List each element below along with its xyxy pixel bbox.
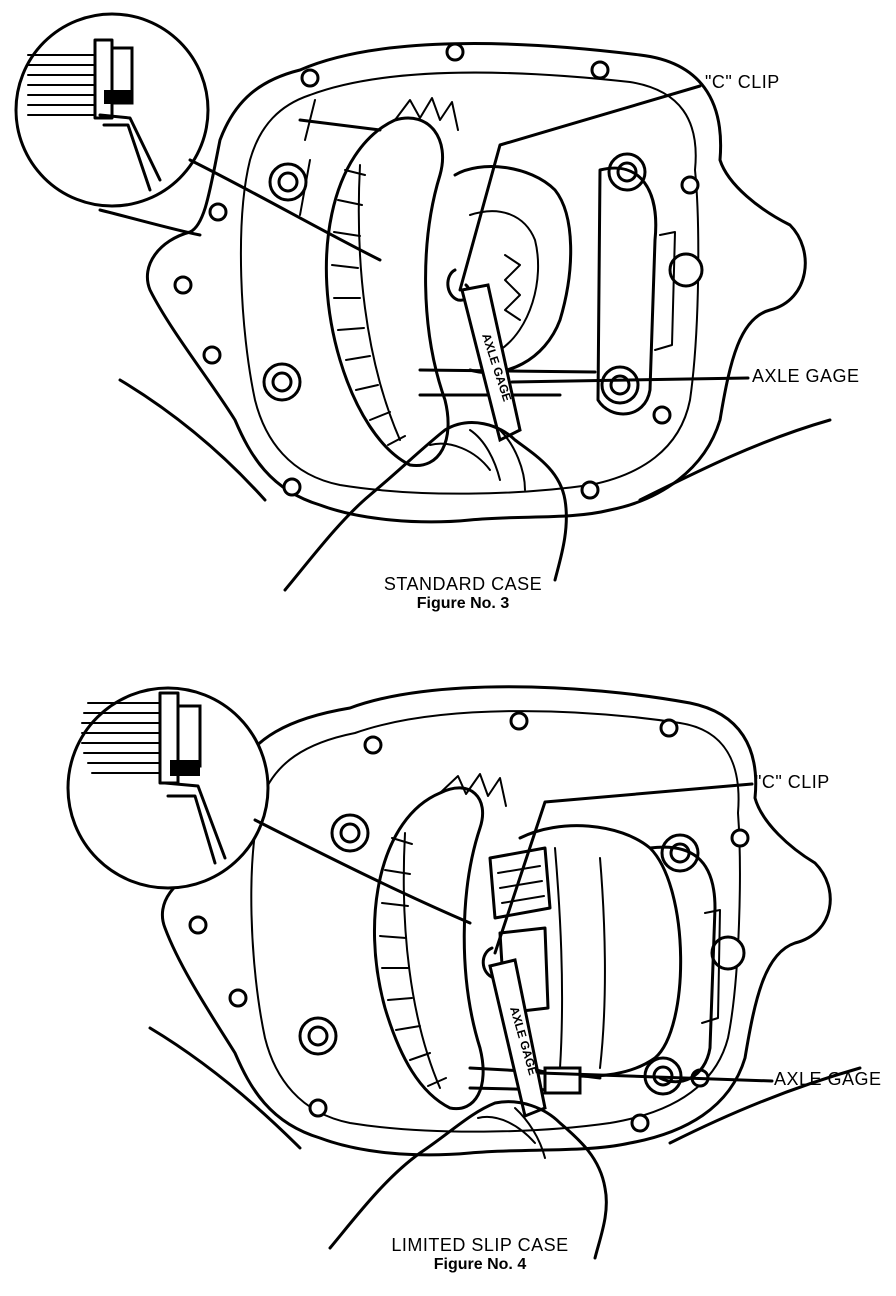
ring-gear-teeth [331, 97, 459, 446]
figure-3-caption: STANDARD CASE Figure No. 3 [358, 574, 568, 613]
ring-gear-teeth [379, 773, 507, 1089]
caption-figure-number: Figure No. 3 [416, 595, 510, 612]
axle-spline-detail [27, 38, 162, 192]
axle-gage-callout: AXLE GAGE [752, 366, 860, 386]
limited-slip-case-illustration: AXLE GAGE [66, 685, 862, 1260]
caption-figure-number: Figure No. 4 [433, 1256, 527, 1273]
detail-inset-circle [66, 686, 270, 890]
caption-title: STANDARD CASE [383, 574, 543, 594]
flange-bolt-holes [173, 42, 704, 500]
gasket-flange [145, 42, 807, 524]
figure-4-caption: LIMITED SLIP CASE Figure No. 4 [365, 1235, 595, 1274]
ring-gear [324, 116, 450, 468]
axle-gage-tool: AXLE GAGE [460, 283, 522, 443]
ring-gear [372, 786, 485, 1111]
axle-gage-leader-line [538, 1071, 774, 1083]
hand [328, 1100, 608, 1260]
c-clip-leader-line [493, 782, 754, 955]
c-clip-callout: "C" CLIP [705, 72, 780, 92]
standard-case-illustration: AXLE GAGE [14, 12, 832, 592]
c-clip-leader-line [458, 84, 702, 292]
axle-gage-callout: AXLE GAGE [774, 1069, 882, 1089]
c-clip-callout: "C" CLIP [755, 772, 830, 792]
axle-gage-tool: AXLE GAGE [488, 958, 547, 1119]
axle-spline-detail [81, 691, 227, 865]
bearing-cap-bolts [262, 152, 647, 405]
hand [283, 421, 568, 592]
axle-gage-leader-line [510, 376, 750, 384]
caption-title: LIMITED SLIP CASE [391, 1235, 569, 1255]
